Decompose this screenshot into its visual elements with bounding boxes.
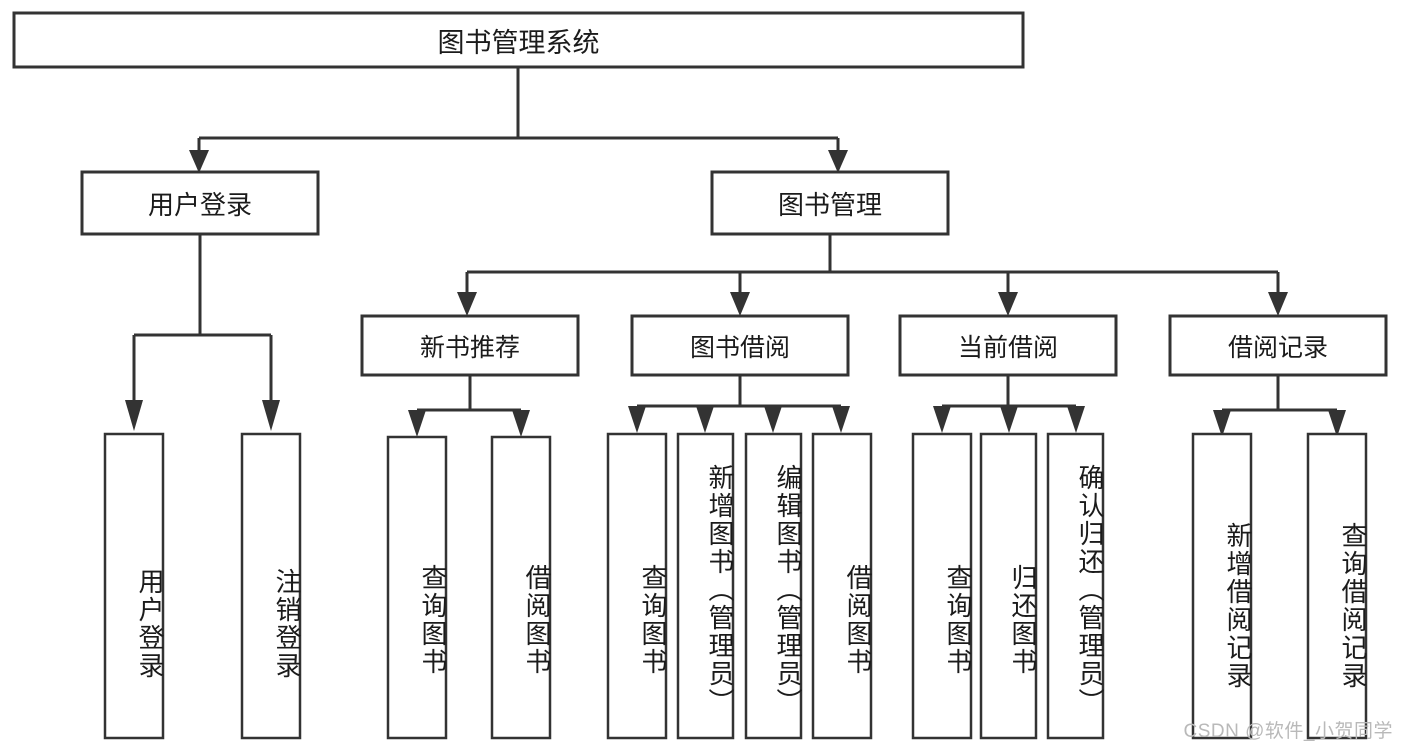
- node-box-leaf-br-query[interactable]: [1306, 432, 1368, 740]
- arrowhead-bb-borrow: [832, 406, 850, 433]
- node-box-user-login[interactable]: [80, 170, 320, 236]
- node-box-leaf-cb-confirm[interactable]: [1046, 432, 1105, 740]
- node-box-leaf-user-login[interactable]: [103, 432, 165, 740]
- arrowhead-nbr-query: [408, 410, 426, 437]
- arrowhead-bb-add: [696, 406, 714, 433]
- arrowhead-user-login: [189, 150, 209, 173]
- arrowhead-bb-query: [628, 406, 646, 433]
- arrowhead-book-borrow: [730, 292, 750, 316]
- arrowhead-current-borrow: [998, 292, 1018, 316]
- node-box-leaf-nbr-borrow[interactable]: [490, 435, 552, 740]
- arrowhead-bb-edit: [764, 406, 782, 433]
- arrowhead-borrow-record: [1268, 292, 1288, 316]
- node-box-leaf-cb-return[interactable]: [979, 432, 1038, 740]
- node-box-new-book-recommend[interactable]: [360, 314, 580, 377]
- node-box-borrow-record[interactable]: [1168, 314, 1388, 377]
- node-box-current-borrow[interactable]: [898, 314, 1118, 377]
- node-box-leaf-nbr-query[interactable]: [386, 435, 448, 740]
- arrowhead-book-mgmt: [828, 150, 848, 173]
- node-box-book-management[interactable]: [710, 170, 950, 236]
- arrowhead-cb-return: [1000, 406, 1018, 433]
- node-box-leaf-br-add[interactable]: [1191, 432, 1253, 740]
- arrowhead-cb-query: [933, 406, 951, 433]
- arrowhead-br-add: [1213, 410, 1231, 437]
- node-box-leaf-cb-query[interactable]: [911, 432, 973, 740]
- csdn-watermark: CSDN @软件_小贺同学: [1183, 721, 1393, 742]
- arrowhead-leaf-logout: [262, 400, 280, 431]
- node-box-leaf-bb-add[interactable]: [676, 432, 735, 740]
- arrowhead-leaf-user-login: [125, 400, 143, 431]
- node-box-leaf-bb-query[interactable]: [606, 432, 668, 740]
- node-box-leaf-bb-borrow[interactable]: [811, 432, 873, 740]
- node-box-book-borrow[interactable]: [630, 314, 850, 377]
- node-box-root[interactable]: [12, 11, 1025, 69]
- arrowhead-cb-confirm: [1067, 406, 1085, 433]
- node-box-leaf-bb-edit[interactable]: [744, 432, 803, 740]
- arrowhead-br-query: [1328, 410, 1346, 437]
- node-box-leaf-logout[interactable]: [240, 432, 302, 740]
- arrowhead-new-book: [457, 292, 477, 316]
- arrowhead-nbr-borrow: [512, 410, 530, 437]
